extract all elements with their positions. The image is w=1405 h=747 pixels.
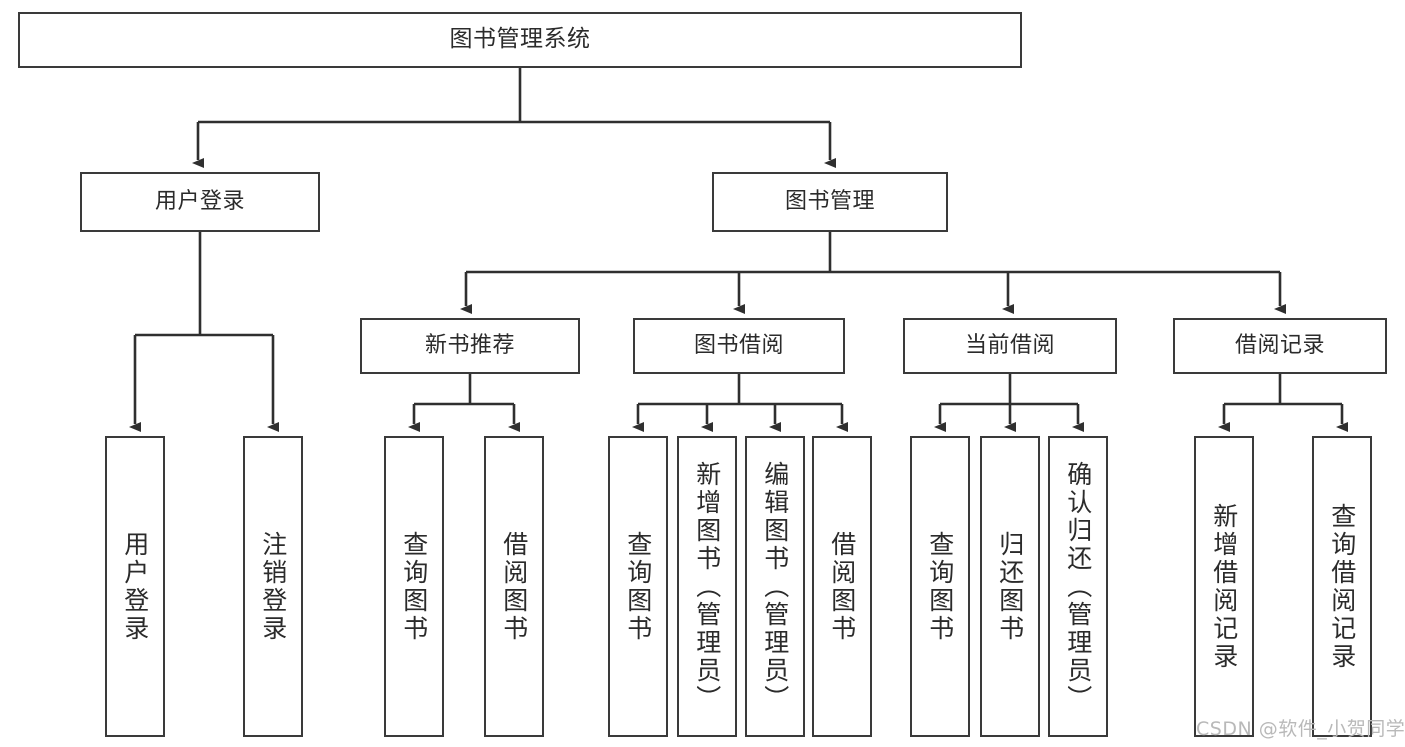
node-label: 查询图书 xyxy=(925,530,955,643)
node-user-login[interactable]: 用户登录 xyxy=(80,172,320,232)
node-label: 确认归还（管理员） xyxy=(1063,460,1093,713)
node-label: 归还图书 xyxy=(995,530,1025,643)
csdn-watermark: CSDN @软件_小贺同学 xyxy=(1196,718,1405,740)
node-label: 新书推荐 xyxy=(424,333,515,359)
leaf-user-login-signout[interactable]: 注销登录 xyxy=(243,436,303,737)
node-root-library-system[interactable]: 图书管理系统 xyxy=(18,12,1022,68)
node-label: 查询借阅记录 xyxy=(1327,502,1357,671)
leaf-new-book-borrow[interactable]: 借阅图书 xyxy=(484,436,544,737)
node-borrow-record[interactable]: 借阅记录 xyxy=(1173,318,1387,374)
leaf-borrow-edit-book[interactable]: 编辑图书（管理员） xyxy=(745,436,805,737)
node-book-borrow[interactable]: 图书借阅 xyxy=(633,318,845,374)
node-label: 查询图书 xyxy=(399,530,429,643)
leaf-current-query-book[interactable]: 查询图书 xyxy=(910,436,970,737)
leaf-borrow-borrow-book[interactable]: 借阅图书 xyxy=(812,436,872,737)
leaf-record-add[interactable]: 新增借阅记录 xyxy=(1194,436,1254,737)
node-book-management[interactable]: 图书管理 xyxy=(712,172,948,232)
node-label: 借阅图书 xyxy=(499,530,529,643)
leaf-new-book-query[interactable]: 查询图书 xyxy=(384,436,444,737)
node-label: 编辑图书（管理员） xyxy=(760,460,790,713)
leaf-current-confirm-return[interactable]: 确认归还（管理员） xyxy=(1048,436,1108,737)
node-label: 用户登录 xyxy=(120,530,150,643)
leaf-borrow-query-book[interactable]: 查询图书 xyxy=(608,436,668,737)
node-new-book-recommend[interactable]: 新书推荐 xyxy=(360,318,580,374)
node-label: 图书管理 xyxy=(784,189,875,215)
node-label: 借阅图书 xyxy=(827,530,857,643)
node-label: 借阅记录 xyxy=(1234,333,1325,359)
node-label: 当前借阅 xyxy=(964,333,1055,359)
node-label: 注销登录 xyxy=(258,530,288,643)
node-label: 新增借阅记录 xyxy=(1209,502,1239,671)
node-label: 图书管理系统 xyxy=(449,26,591,53)
node-label: 查询图书 xyxy=(623,530,653,643)
leaf-user-login-signin[interactable]: 用户登录 xyxy=(105,436,165,737)
node-label: 用户登录 xyxy=(154,189,245,215)
leaf-borrow-add-book[interactable]: 新增图书（管理员） xyxy=(677,436,737,737)
node-label: 图书借阅 xyxy=(693,333,784,359)
leaf-record-query[interactable]: 查询借阅记录 xyxy=(1312,436,1372,737)
node-label: 新增图书（管理员） xyxy=(692,460,722,713)
node-current-borrow[interactable]: 当前借阅 xyxy=(903,318,1117,374)
leaf-current-return-book[interactable]: 归还图书 xyxy=(980,436,1040,737)
